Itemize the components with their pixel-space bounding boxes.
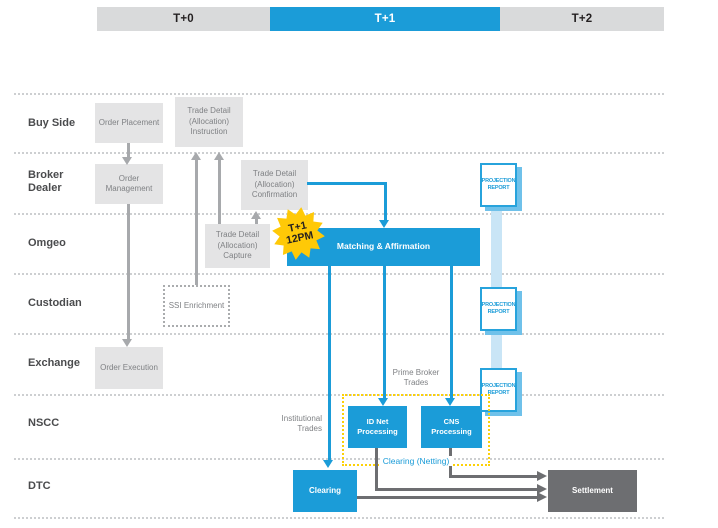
node-id-net-processing: ID Net Processing — [348, 406, 407, 448]
lane-divider — [14, 93, 664, 95]
t1-12pm-deadline-text: T+1 12PM — [283, 220, 314, 247]
node-trade-detail-instruction: Trade Detail (Allocation) Instruction — [175, 97, 243, 147]
node-ssi-enrichment: SSI Enrichment — [163, 285, 230, 327]
clearing-netting-label: Clearing (Netting) — [356, 451, 476, 469]
arrow-cns-to-settlement-head — [537, 471, 547, 481]
lane-label-nscc-exchange: Exchange — [28, 357, 80, 369]
arrow-matching-to-clearing-line — [328, 266, 331, 460]
projection-report-doc-broker-dealer: PROJECTION REPORT — [480, 163, 517, 207]
note-institutional-trades: Institutional Trades — [281, 414, 322, 433]
projection-report-doc-exchange: PROJECTION REPORT — [480, 368, 517, 412]
arrow-matching-to-clearing-head — [323, 460, 333, 468]
arrow-ssi-to-instruction-line — [195, 160, 198, 285]
phase-t0-label: T+0 — [173, 13, 194, 25]
lane-label-dtc: DTC — [28, 480, 51, 492]
lane-divider — [14, 213, 664, 215]
arrow-idnet-to-settlement-head — [537, 484, 547, 494]
arrow-placement-to-management-head — [122, 157, 132, 165]
phase-t0: T+0 — [97, 7, 270, 31]
node-cns-processing: CNS Processing — [421, 406, 482, 448]
lane-divider — [14, 152, 664, 154]
lane-divider — [14, 394, 664, 396]
arrow-idnet-to-settlement-vline — [375, 448, 378, 491]
clearing-netting-text: Clearing (Netting) — [379, 456, 453, 466]
node-trade-detail-confirmation: Trade Detail (Allocation) Confirmation — [241, 160, 308, 210]
arrow-cns-to-settlement-hline — [449, 475, 538, 478]
phase-t1: T+1 — [270, 7, 500, 31]
node-clearing: Clearing — [293, 470, 357, 512]
arrow-confirmation-to-matching-vline — [384, 182, 387, 220]
arrow-clearing-to-settlement-head — [537, 492, 547, 502]
lane-divider — [14, 333, 664, 335]
lane-label-custodian: Custodian — [28, 297, 82, 309]
arrow-matching-to-cns-line — [450, 266, 453, 398]
lane-divider — [14, 458, 664, 460]
phase-t2: T+2 — [500, 7, 664, 31]
arrow-confirmation-to-matching-head — [379, 220, 389, 228]
arrow-confirmation-to-matching-hline — [307, 182, 387, 185]
arrow-capture-to-instruction-line — [218, 160, 221, 224]
note-prime-broker-trades: Prime Broker Trades — [392, 368, 440, 387]
phase-t1-label: T+1 — [374, 13, 396, 25]
node-order-execution: Order Execution — [95, 347, 163, 389]
arrow-matching-to-idnet-line — [383, 266, 386, 398]
arrow-management-to-execution-head — [122, 339, 132, 347]
arrow-ssi-to-instruction-head — [191, 152, 201, 160]
badge-line2: 12PM — [284, 229, 315, 248]
arrow-idnet-to-settlement-hline — [375, 488, 538, 491]
arrow-capture-to-confirmation-line — [255, 218, 258, 224]
lane-label-omgeo: Omgeo — [28, 237, 66, 249]
arrow-management-to-execution-line — [127, 204, 130, 340]
arrow-capture-to-instruction-head — [214, 152, 224, 160]
node-settlement: Settlement — [548, 470, 637, 512]
phase-t2-label: T+2 — [571, 13, 593, 25]
lane-label-buy-side: Buy Side — [28, 117, 76, 129]
arrow-matching-to-cns-head — [445, 398, 455, 406]
node-order-placement: Order Placement — [95, 103, 163, 143]
projection-report-doc-custodian: PROJECTION REPORT — [480, 287, 517, 331]
lane-divider — [14, 273, 664, 275]
arrow-matching-to-idnet-head — [378, 398, 388, 406]
lane-divider — [14, 517, 664, 519]
arrow-clearing-to-settlement-hline — [357, 496, 538, 499]
arrow-placement-to-management-line — [127, 143, 130, 158]
arrow-capture-to-confirmation-head — [251, 211, 261, 219]
node-trade-detail-capture: Trade Detail (Allocation) Capture — [205, 224, 270, 268]
lane-label-broker-dealer: Broker Dealer — [28, 169, 64, 195]
lane-label-nscc: NSCC — [28, 417, 60, 429]
node-order-management: Order Management — [95, 164, 163, 204]
